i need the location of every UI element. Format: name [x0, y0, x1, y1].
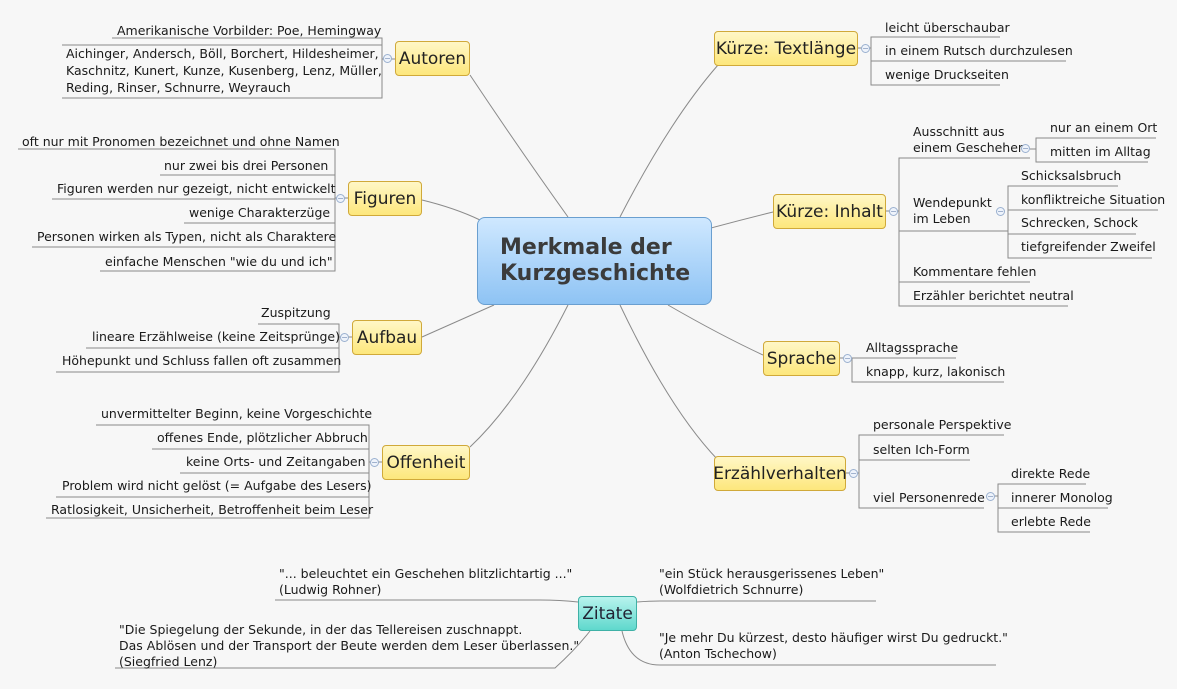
zitat-text: "Die Spiegelung der Sekunde, in der das … — [119, 622, 523, 637]
figuren-item: nur zwei bis drei Personen — [164, 158, 329, 173]
branch-label: Kürze: Inhalt — [776, 201, 883, 222]
collapse-toggle-icon[interactable]: − — [340, 333, 349, 342]
figuren-item: wenige Charakterzüge — [189, 205, 331, 220]
inhalt-item: Erzähler berichtet neutral — [913, 288, 1074, 303]
zitat-author: (Siegfried Lenz) — [119, 654, 218, 669]
wendepunkt-line2: im Leben — [913, 211, 971, 226]
aufbau-item: lineare Erzählweise (keine Zeitsprünge) — [92, 329, 340, 344]
wendepunkt-line1: Wendepunkt — [913, 195, 992, 210]
offenheit-item: offenes Ende, plötzlicher Abbruch — [157, 430, 368, 445]
collapse-toggle-icon[interactable]: − — [996, 207, 1005, 216]
ausschnitt-item: mitten im Alltag — [1050, 144, 1151, 159]
sprache-item: knapp, kurz, lakonisch — [866, 364, 1006, 379]
collapse-toggle-icon[interactable]: − — [861, 44, 870, 53]
offenheit-item: Ratlosigkeit, Unsicherheit, Betroffenhei… — [51, 502, 374, 517]
collapse-toggle-icon[interactable]: − — [1021, 144, 1030, 153]
autoren-names-line: Aichinger, Andersch, Böll, Borchert, Hil… — [66, 46, 379, 61]
rede-item: innerer Monolog — [1011, 490, 1113, 505]
ausschnitt-line1: Ausschnitt aus — [913, 124, 1005, 139]
aufbau-item: Höhepunkt und Schluss fallen oft zusamme… — [62, 353, 342, 368]
textlaenge-item: in einem Rutsch durchzulesen — [885, 43, 1073, 58]
wendepunkt-item: tiefgreifender Zweifel — [1021, 239, 1156, 254]
erzaehl-item: personale Perspektive — [873, 417, 1012, 432]
inhalt-item: Kommentare fehlen — [913, 264, 1037, 279]
inhalt-ausschnitt-label[interactable]: Ausschnitt aus einem Geschehen — [913, 124, 1026, 156]
branch-label: Autoren — [398, 48, 467, 69]
central-title-line1: Merkmale der — [500, 235, 672, 260]
inhalt-wendepunkt-label[interactable]: Wendepunkt im Leben — [913, 195, 992, 227]
branch-sprache[interactable]: Sprache — [763, 341, 840, 376]
zitat-text: "Je mehr Du kürzest, desto häufiger wirs… — [659, 630, 1008, 645]
autoren-names-line: Kaschnitz, Kunert, Kunze, Kusenberg, Len… — [66, 63, 382, 78]
branch-offenheit[interactable]: Offenheit — [382, 445, 470, 480]
branch-label: Sprache — [766, 348, 837, 369]
zitat-tschechow: "Je mehr Du kürzest, desto häufiger wirs… — [659, 630, 1008, 662]
branch-erzaehlverhalten[interactable]: Erzählverhalten — [713, 456, 847, 491]
collapse-toggle-icon[interactable]: − — [843, 354, 852, 363]
zitat-author: (Ludwig Rohner) — [279, 582, 382, 597]
branch-label: Erzählverhalten — [713, 463, 847, 484]
wendepunkt-item: Schrecken, Schock — [1021, 215, 1138, 230]
zitat-schnurre: "ein Stück herausgerissenes Leben" (Wolf… — [659, 566, 884, 598]
branch-zitate[interactable]: Zitate — [578, 596, 637, 631]
central-title-line2: Kurzgeschichte — [500, 261, 691, 286]
erzaehl-rede-label[interactable]: viel Personenrede — [873, 490, 985, 505]
aufbau-item: Zuspitzung — [261, 305, 331, 320]
collapse-toggle-icon[interactable]: − — [849, 469, 858, 478]
zitat-author: (Wolfdietrich Schnurre) — [659, 582, 804, 597]
collapse-toggle-icon[interactable]: − — [383, 54, 392, 63]
branch-label: Figuren — [353, 188, 417, 209]
textlaenge-item: wenige Druckseiten — [885, 67, 1009, 82]
zitat-text: "... beleuchtet ein Geschehen blitzlicht… — [279, 566, 573, 581]
collapse-toggle-icon[interactable]: − — [370, 458, 379, 467]
wendepunkt-item: Schicksalsbruch — [1021, 168, 1122, 183]
branch-label: Kürze: Textlänge — [715, 38, 857, 59]
zitat-author: (Anton Tschechow) — [659, 646, 777, 661]
branch-figuren[interactable]: Figuren — [348, 181, 422, 216]
sprache-item: Alltagssprache — [866, 340, 959, 355]
figuren-item: oft nur mit Pronomen bezeichnet und ohne… — [22, 134, 340, 149]
rede-item: erlebte Rede — [1011, 514, 1091, 529]
autoren-item: Amerikanische Vorbilder: Poe, Hemingway — [117, 23, 382, 38]
rede-item: direkte Rede — [1011, 466, 1091, 481]
offenheit-item: Problem wird nicht gelöst (= Aufgabe des… — [62, 478, 372, 493]
zitat-text: Das Ablösen und der Transport der Beute … — [119, 638, 580, 653]
collapse-toggle-icon[interactable]: − — [986, 492, 995, 501]
wendepunkt-item: konfliktreiche Situation — [1021, 192, 1166, 207]
central-topic[interactable]: Merkmale der Kurzgeschichte — [477, 217, 712, 305]
branch-kuerze-textlaenge[interactable]: Kürze: Textlänge — [714, 31, 858, 66]
zitat-text: "ein Stück herausgerissenes Leben" — [659, 566, 885, 581]
textlaenge-item: leicht überschaubar — [885, 20, 1010, 35]
autoren-names-line: Reding, Rinser, Schnurre, Weyrauch — [66, 80, 291, 95]
offenheit-item: keine Orts- und Zeitangaben — [186, 454, 366, 469]
branch-autoren[interactable]: Autoren — [395, 41, 470, 76]
branch-kuerze-inhalt[interactable]: Kürze: Inhalt — [773, 194, 886, 229]
branch-label: Zitate — [582, 603, 633, 624]
figuren-item: einfache Menschen "wie du und ich" — [105, 254, 333, 269]
collapse-toggle-icon[interactable]: − — [336, 194, 345, 203]
figuren-item: Figuren werden nur gezeigt, nicht entwic… — [57, 181, 336, 196]
collapse-toggle-icon[interactable]: − — [889, 207, 898, 216]
figuren-item: Personen wirken als Typen, nicht als Cha… — [37, 229, 337, 244]
branch-aufbau[interactable]: Aufbau — [352, 320, 422, 355]
branch-label: Aufbau — [356, 327, 418, 348]
erzaehl-item: selten Ich-Form — [873, 442, 970, 457]
ausschnitt-line2: einem Geschehen — [913, 140, 1026, 155]
zitat-rohner: "... beleuchtet ein Geschehen blitzlicht… — [279, 566, 572, 598]
offenheit-item: unvermittelter Beginn, keine Vorgeschich… — [101, 406, 373, 421]
zitat-lenz: "Die Spiegelung der Sekunde, in der das … — [119, 622, 579, 670]
branch-label: Offenheit — [386, 452, 466, 473]
ausschnitt-item: nur an einem Ort — [1050, 120, 1158, 135]
